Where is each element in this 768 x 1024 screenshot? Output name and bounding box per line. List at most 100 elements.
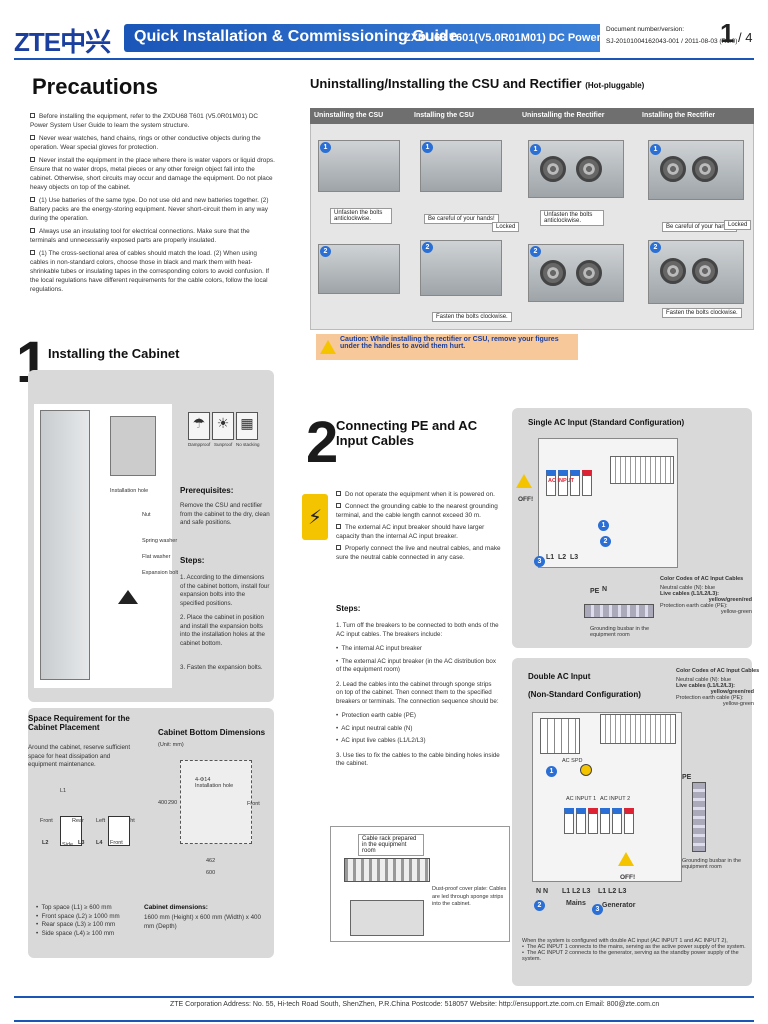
step-badge-2: 2 [422,242,433,253]
cabinet-step-1: 1. According to the dimensions of the ca… [180,574,270,607]
label-l1: L1 [546,554,555,561]
pe-label: PE [682,774,692,781]
label-dampproof: Dampproof [188,442,211,447]
pe-step-2-item: • Protection earth cable (PE) [336,712,416,719]
label-spring-washer: Spring washer [142,538,178,544]
label-installation-holes: 4-Φ14 Installation hole [195,777,234,789]
fan-icon [576,260,602,286]
checkbox-icon [336,503,341,508]
unfasten-callout: Unfasten the bolts anticlockwise. [330,208,392,224]
csu-photo-2 [318,244,400,294]
caution-text: Caution: While installing the rectifier … [340,336,559,350]
doc-number-label: Document number/version: [606,26,685,33]
csu-photo-1 [318,140,400,192]
cabinet-steps-title: Steps: [180,556,205,565]
precaution-item: Never install the equipment in the place… [30,157,275,191]
prereq-title: Prerequisites: [180,486,234,495]
checkbox-icon [336,491,341,496]
guide-title: Quick Installation & Commissioning Guide [134,28,458,45]
fasten-callout: Fasten the bolts clockwise. [432,312,512,322]
grounding-busbar-label: Grounding busbar in the equipment room [590,626,650,638]
csu-step-bar [310,108,754,124]
codes-live-color: yellow/green/red [708,597,752,603]
codes-live-color: yellow/green/red [710,689,754,695]
double-color-codes: Color Codes of AC Input Cables Neutral c… [676,668,759,707]
label-expansion-bolt: Expansion bolt [142,570,179,576]
bottom-dims-drawing: 4-Φ14 Installation hole Front [180,760,260,844]
space-item: • Rear space (L3) ≥ 100 mm [36,921,116,928]
breaker [612,808,622,834]
warning-icon [320,340,336,354]
double-note-item: • The AC INPUT 2 connects to the generat… [522,950,739,962]
breaker [546,470,556,496]
cabinet-front-box [108,816,130,846]
pe-steps-title: Steps: [336,604,361,613]
fan-icon [540,260,566,286]
step-badge-1: 1 [598,520,609,531]
section-number-2: 2 [306,410,339,475]
breaker [600,808,610,834]
fasten-callout: Fasten the bolts clockwise. [662,308,742,318]
double-note-text: When the system is configured with doubl… [522,938,728,944]
spd-block [540,718,580,754]
step-badge-1: 1 [650,144,661,155]
footer-rule-top [14,996,754,998]
cabinet-title: Installing the Cabinet [48,346,180,361]
pe-list: Do not operate the equipment when it is … [336,490,508,562]
ac-input-2-label: AC INPUT 2 [600,796,631,802]
pe-step-1-item: • The external AC input breaker (in the … [336,657,496,674]
label-l1: L1 [60,788,67,794]
step-badge-2: 2 [650,242,661,253]
label-front-2: Front [110,840,123,846]
step-badge-1: 1 [422,142,433,153]
pe-item: Do not operate the equipment when it is … [336,490,508,499]
pe-step-3: 3. Use ties to fix the cables to the cab… [336,751,500,768]
locked-callout: Locked [724,220,752,230]
pe-item: Properly connect the live and neutral ca… [336,545,501,561]
cable-rack-label: Cable rack prepared in the equipment roo… [358,834,424,856]
step-uninstall-csu: Uninstalling the CSU [314,112,384,119]
footer-contact: ZTE Corporation Address: No. 55, Hi-tech… [170,1001,660,1008]
step-badge-2: 2 [530,246,541,257]
space-diagram: L1 Front Rear Left Right L2 Side L3 L4 F… [40,788,144,858]
cabinet-step-2: 2. Place the cabinet in position and ins… [180,614,265,647]
label-l4: L4 [96,840,103,846]
label-front: Front [40,818,53,824]
precaution-item: (1) Use batteries of the same type. Do n… [30,197,269,222]
double-ac-note: When the system is configured with doubl… [522,938,752,962]
off-label: OFF! [620,874,636,881]
doc-number-value: SJ-20101004162043-001 / 2011-08-03 (R1.0… [606,38,738,45]
fan-icon [692,156,718,182]
precaution-item: (1) The cross-sectional area of cables s… [30,250,270,293]
unfasten-callout: Unfasten the bolts anticlockwise. [540,210,604,226]
step-badge-3: 3 [592,904,603,915]
label-l3: L3 [570,554,579,561]
locked-callout: Locked [492,222,520,232]
cabinet-bottom-detail [110,416,156,476]
label-installation-hole: Installation hole [110,488,149,494]
ground-symbol-icon [580,764,592,776]
precaution-item: Before installing the equipment, refer t… [30,113,259,129]
label-left: Left [96,818,106,824]
step-badge-1: 1 [546,766,557,777]
fan-icon [660,156,686,182]
breaker-row [610,456,674,484]
grounding-busbar [584,604,654,618]
product-name: ZXDU68 T601(V5.0R01M01) DC Power System [404,32,644,44]
checkbox-icon [336,545,341,550]
label-front-3: Front [247,801,260,807]
sunproof-icon: ☀ [212,412,234,440]
label-l2: L2 [42,840,49,846]
single-ac-title: Single AC Input (Standard Configuration) [528,418,685,427]
pe-steps: 1. Turn off the breakers to be connected… [336,622,500,769]
label-generator: Generator [602,902,636,909]
breaker [624,808,634,834]
electric-hazard-icon: ⚡ [302,494,328,540]
label-dim-600: 600 [206,870,216,876]
codes-live: Live cables (L1/L2/L3): [660,591,719,597]
grounding-busbar [692,782,706,852]
pe-step-2: 2. Lead the cables into the cabinet thro… [336,680,499,705]
checkbox-icon [336,524,341,529]
label-dim-462: 462 [206,858,216,864]
codes-title: Color Codes of AC Input Cables [660,576,744,582]
